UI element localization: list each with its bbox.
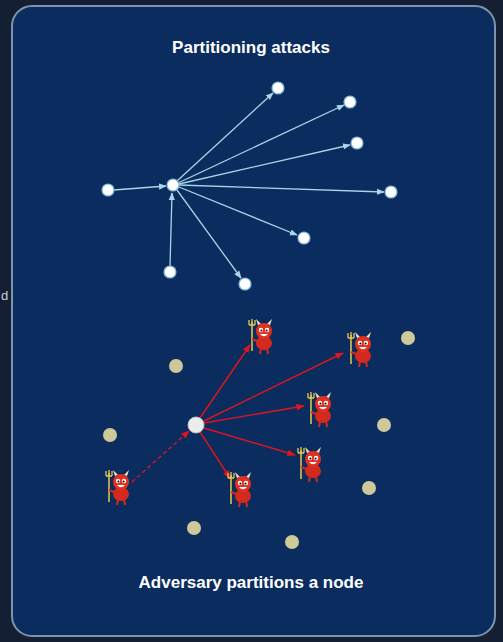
panel — [12, 6, 495, 636]
caption: Adversary partitions a node — [139, 573, 364, 593]
attack-links — [132, 345, 343, 482]
normal-links — [114, 93, 384, 278]
text-fragment: d — [1, 288, 8, 303]
victim-node — [188, 417, 204, 433]
honest-nodes — [103, 331, 415, 549]
peer-nodes — [102, 82, 397, 290]
adversary-icons — [106, 319, 371, 507]
slide-title: Partitioning attacks — [172, 38, 330, 58]
